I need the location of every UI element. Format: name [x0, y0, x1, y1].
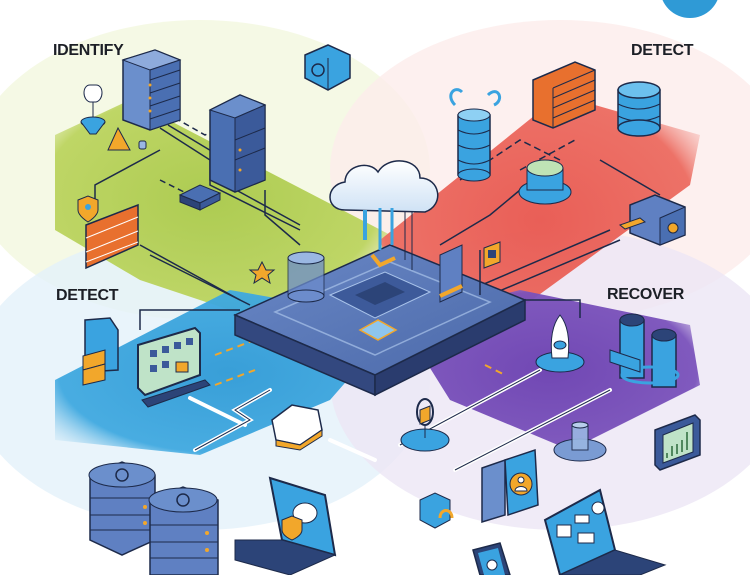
card-reader-icon	[618, 194, 686, 246]
broken-file-icon	[271, 404, 323, 451]
document-scan-icon	[82, 317, 119, 386]
connector-lines	[94, 114, 661, 330]
database-icon	[617, 81, 661, 137]
lightbulb-funnel-icon	[80, 84, 106, 135]
zone-label-detect-top: DETECT	[631, 42, 694, 59]
zone-label-recover: RECOVER	[607, 286, 685, 303]
firewall-wall-icon	[532, 61, 596, 129]
camera-cube-icon	[304, 44, 351, 91]
top-circle-badge	[662, 0, 718, 18]
chart-monitor-icon	[654, 414, 701, 471]
shield-lock-icon	[77, 195, 99, 223]
dashed-yellow-arrows	[214, 339, 506, 386]
laptop-icon	[234, 476, 337, 576]
small-cube-icon	[138, 140, 147, 150]
cloud-icon	[329, 160, 439, 270]
server-stack-icon	[88, 461, 156, 556]
target-lock-icon	[400, 398, 450, 452]
router-icon	[518, 159, 572, 205]
zone-label-detect-left: DETECT	[56, 287, 119, 304]
recycle-cylinders-icon	[609, 313, 680, 388]
user-badge-icon	[481, 448, 539, 524]
server-stack-icon-2	[148, 486, 219, 576]
firewall-icon	[85, 203, 139, 270]
server-rack-icon	[121, 49, 182, 131]
hub-database-icon	[287, 251, 325, 303]
star-icon	[248, 260, 276, 285]
unlock-box-icon	[419, 492, 454, 529]
monitor-dashboard-icon	[137, 326, 211, 408]
database-stack-icon	[449, 88, 502, 182]
server-tower-icon	[208, 94, 267, 193]
phone-icon	[472, 542, 512, 576]
flag-icon	[479, 241, 501, 295]
rocket-icon	[535, 314, 585, 373]
switch-box-icon	[178, 184, 222, 211]
zone-label-identify: IDENTIFY	[53, 42, 124, 59]
warning-cone-icon	[107, 126, 131, 151]
check-shape-icon	[370, 253, 396, 268]
valve-icon	[553, 421, 607, 462]
laptop-icon-2	[543, 488, 667, 577]
mobile-panel-icon	[439, 244, 463, 303]
